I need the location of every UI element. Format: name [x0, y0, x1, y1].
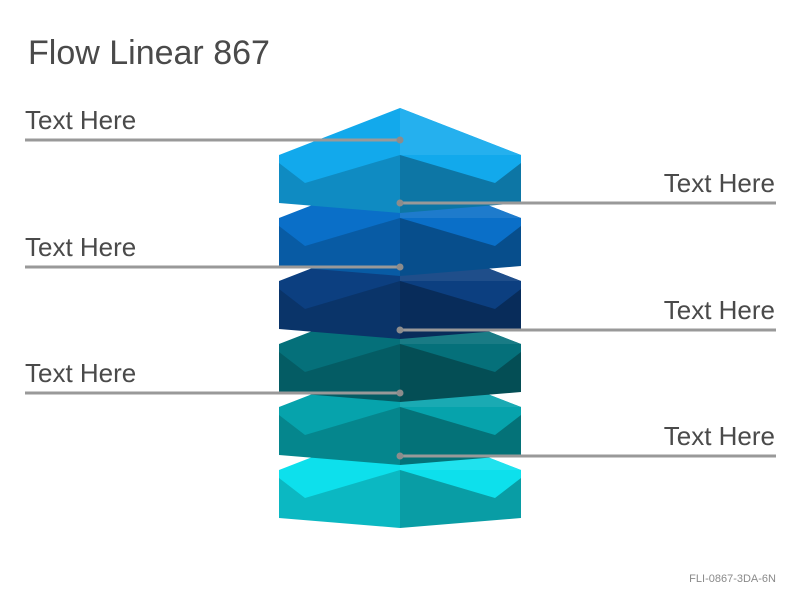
- label-2: Text Here: [664, 168, 775, 198]
- label-group: Text Here Text Here Text Here Text Here …: [25, 105, 775, 451]
- label-5: Text Here: [25, 358, 136, 388]
- chevron-group: [279, 108, 521, 528]
- connector-dot-4: [396, 326, 404, 334]
- connector-dot-6: [396, 452, 404, 460]
- connector-dot-3: [396, 263, 404, 271]
- connector-dot-1: [396, 136, 404, 144]
- page-title: Flow Linear 867: [28, 34, 270, 72]
- chevron-top-highlight: [400, 108, 521, 155]
- connector-group: [25, 136, 776, 460]
- label-4: Text Here: [664, 295, 775, 325]
- connector-dot-5: [396, 389, 404, 397]
- label-6: Text Here: [664, 421, 775, 451]
- label-1: Text Here: [25, 105, 136, 135]
- chevron-1: [279, 108, 521, 213]
- slide-code: FLI-0867-3DA-6N: [689, 573, 776, 585]
- connector-dot-2: [396, 199, 404, 207]
- label-3: Text Here: [25, 232, 136, 262]
